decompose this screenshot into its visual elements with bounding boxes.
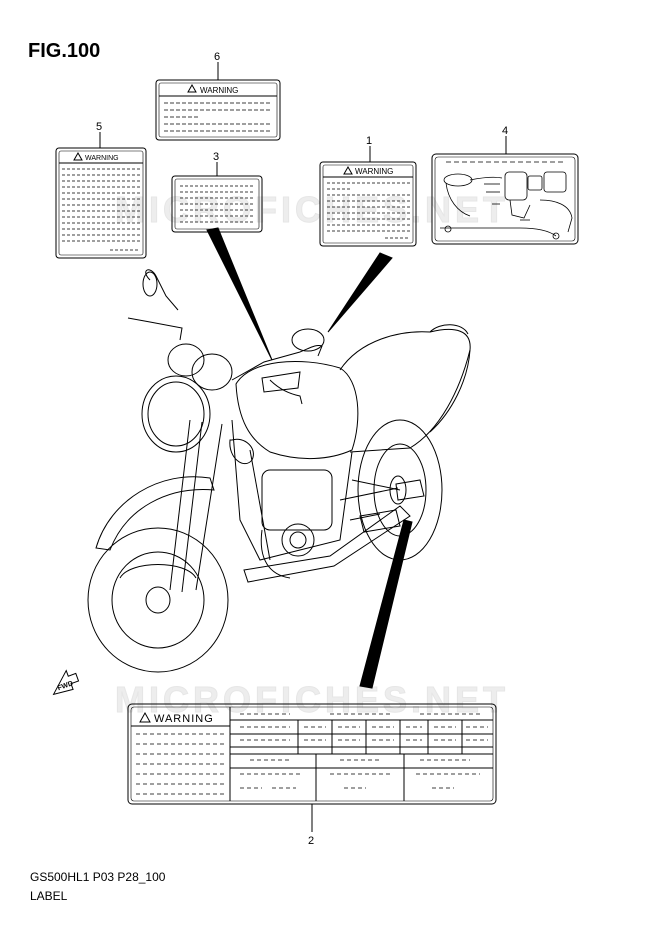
label-1-warning: WARNING: [355, 167, 393, 176]
label-2: WARNING: [127, 703, 497, 832]
label-1: WARNING: [319, 146, 417, 247]
label-5-warning: WARNING: [85, 155, 119, 162]
callout-3: 3: [213, 151, 219, 163]
callout-2: 2: [308, 835, 314, 847]
figure-title: FIG.100: [28, 40, 101, 62]
watermark-top: MICROFICHES.NET: [115, 189, 509, 231]
callout-6: 6: [214, 51, 220, 63]
svg-text:MICROFICHES.NET: MICROFICHES.NET: [115, 189, 509, 230]
svg-text:MICROFICHES.NET: MICROFICHES.NET: [115, 679, 509, 720]
diagram-code: GS500HL1 P03 P28_100: [30, 870, 166, 884]
fwd-arrow-icon: FWD: [52, 669, 80, 696]
callout-4: 4: [502, 125, 508, 137]
callout-5: 5: [96, 121, 102, 133]
pointer-label-2: [359, 519, 413, 689]
diagram-caption: LABEL: [30, 889, 68, 903]
label-6-warning: WARNING: [200, 86, 238, 95]
pointer-label-1: [327, 252, 393, 333]
motorcycle-illustration: [87, 269, 471, 673]
label-4: [431, 136, 579, 245]
label-6: WARNING: [155, 62, 281, 141]
label-5: WARNING: [55, 132, 147, 259]
watermark-bottom: MICROFICHES.NET: [115, 679, 509, 721]
label-2-warning: WARNING: [154, 713, 214, 725]
callout-1: 1: [366, 135, 372, 147]
fwd-label: FWD: [57, 680, 74, 692]
pointer-label-3: [206, 227, 273, 361]
